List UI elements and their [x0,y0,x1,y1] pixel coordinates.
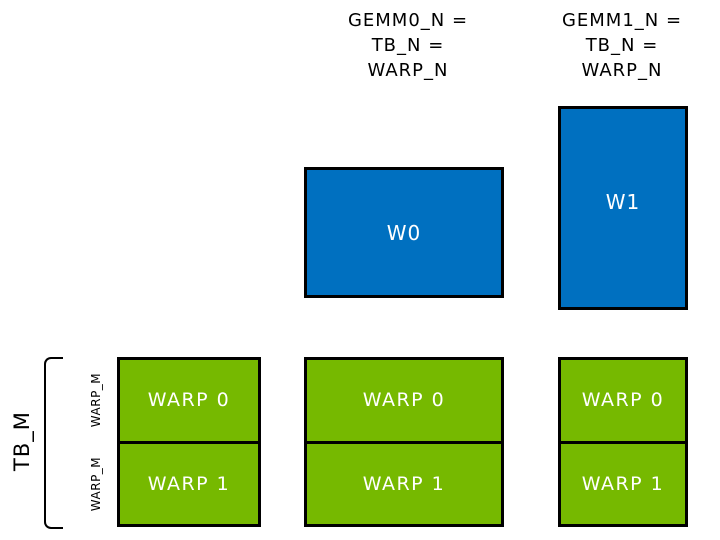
warp-0-cell: WARP 0 [120,360,258,441]
warp-0-label: WARP 0 [581,389,665,412]
tb-m-bracket [44,357,63,529]
gemm0-warp-tile-box: W0 [304,167,504,298]
warp-1-label: WARP 1 [147,472,231,495]
warp-0-cell: WARP 0 [561,360,685,441]
warp-m-bottom-label: WARP_M [89,456,103,512]
warp-1-label: WARP 1 [581,472,665,495]
warp-column-right: WARP 0 WARP 1 [558,357,688,527]
gemm0-dimension-label: GEMM0_N = TB_N = WARP_N [347,10,469,81]
warp-1-cell: WARP 1 [307,440,501,524]
warp-0-cell: WARP 0 [307,360,501,441]
warp-column-left: WARP 0 WARP 1 [117,357,261,527]
w0-label: W0 [386,220,422,245]
warp-0-label: WARP 0 [147,389,231,412]
warp-m-top-label: WARP_M [89,372,103,428]
gemm1-dimension-label: GEMM1_N = TB_N = WARP_N [561,10,683,81]
w1-label: W1 [605,190,641,214]
warp-0-label: WARP 0 [362,389,446,412]
warp-column-middle: WARP 0 WARP 1 [304,357,504,527]
warp-1-cell: WARP 1 [561,440,685,524]
gemm1-warp-tile-box: W1 [558,106,688,310]
tb-m-label: TB_M [10,411,34,471]
warp-1-label: WARP 1 [362,472,446,495]
warp-1-cell: WARP 1 [120,440,258,524]
